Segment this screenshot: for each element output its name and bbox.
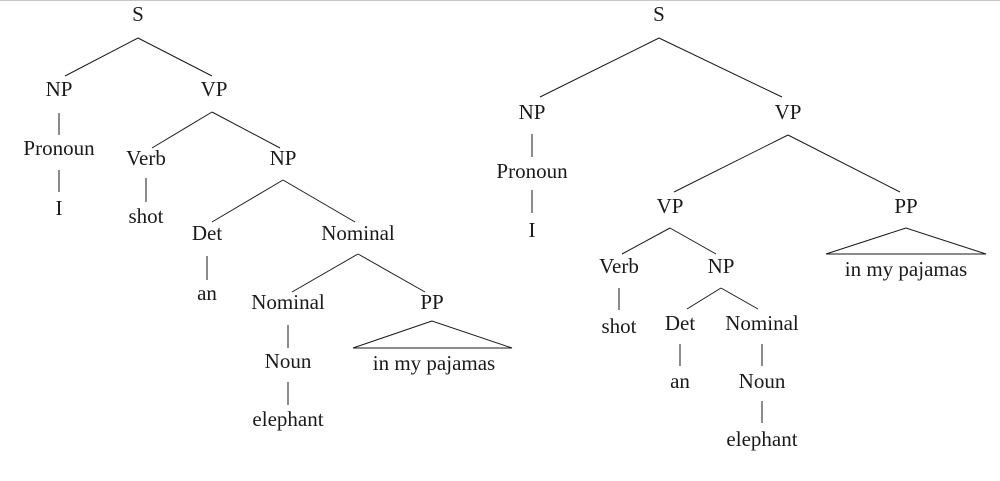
node-np: NP [519,100,546,124]
node-det: Det [665,311,695,335]
edge-vp-pp [787,134,901,193]
node-det: Det [192,221,222,245]
node-np-object: NP [270,146,297,170]
edge-nominal-pp [357,253,426,293]
edge-s-vp [658,37,783,98]
node-np: NP [46,77,73,101]
top-divider [0,0,1000,1]
leaf-phrase: in my pajamas [845,257,967,281]
node-vp: VP [201,77,228,101]
edge-vp-vp [673,134,789,193]
edge-s-vp [137,37,213,77]
edge-np-det [211,179,284,223]
tree-left-edges [58,37,513,405]
node-vp-inner: VP [657,194,684,218]
edge-nominal-nominal [291,253,359,293]
node-vp: VP [775,100,802,124]
edge-np-nominal [282,179,356,223]
edge-vp-verb [621,227,671,255]
node-pronoun: Pronoun [496,159,568,183]
pp-triangle [825,227,987,255]
node-verb: Verb [599,254,639,278]
tree-left: S NP VP Pronoun I Verb shot NP Det an No… [23,2,513,431]
pp-triangle [352,320,513,349]
node-pp: PP [420,290,443,314]
node-pronoun: Pronoun [23,136,95,160]
leaf-i: I [529,218,536,242]
edge-vp-verb [151,111,213,149]
node-np-object: NP [708,254,735,278]
node-verb: Verb [126,146,166,170]
node-nominal-inner: Nominal [251,290,325,314]
edge-np-nominal [720,287,759,310]
leaf-i: I [56,196,63,220]
leaf-an: an [197,281,217,305]
tree-right-edges [531,37,987,423]
edge-s-np [64,37,139,77]
tree-right: S NP VP Pronoun I VP PP in my pajamas Ve… [496,2,987,451]
leaf-an: an [670,369,690,393]
node-s: S [132,2,144,26]
node-s: S [653,2,665,26]
leaf-elephant: elephant [252,407,323,431]
leaf-elephant: elephant [726,427,797,451]
node-noun: Noun [739,369,786,393]
node-nominal: Nominal [321,221,395,245]
edge-vp-np [211,111,281,149]
node-pp: PP [894,194,917,218]
leaf-shot: shot [601,314,636,338]
node-nominal: Nominal [725,311,799,335]
node-noun: Noun [265,349,312,373]
leaf-phrase: in my pajamas [373,351,495,375]
leaf-shot: shot [128,204,163,228]
edge-vp-np [669,227,717,255]
edge-s-np [539,37,660,98]
edge-np-det [686,287,722,310]
